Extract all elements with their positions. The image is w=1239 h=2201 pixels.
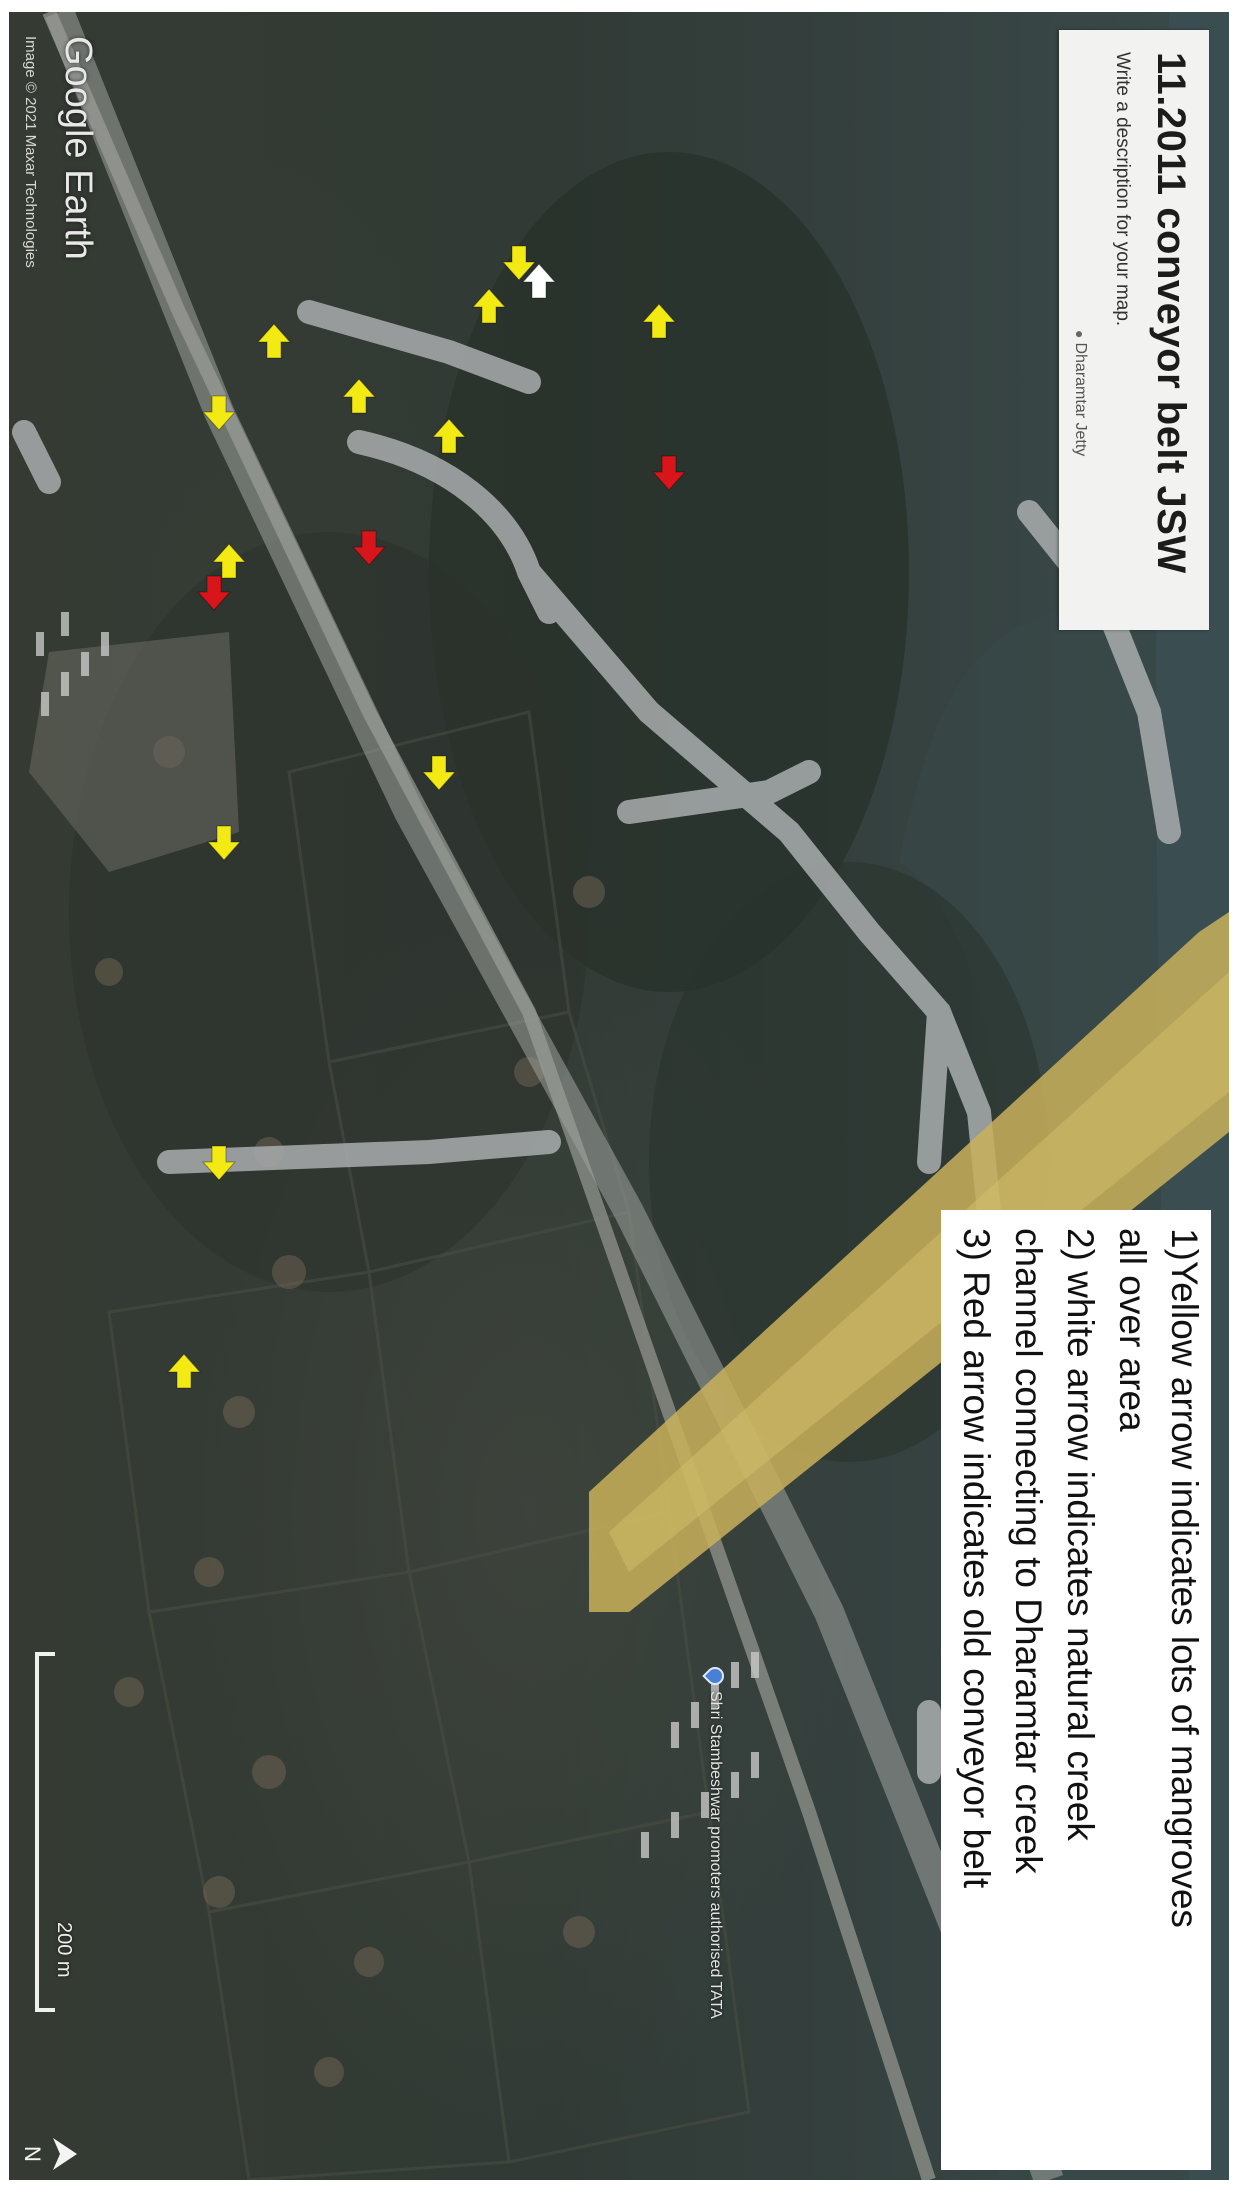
yellow-arrow-marker [641,303,677,339]
yellow-arrow-marker [256,323,292,359]
legend-line-3: 2) white arrow indicates natural creek [1060,1228,1101,1841]
scale-bar-tick-left [35,1652,55,1656]
yellow-arrow-marker [206,825,242,861]
white-arrow-marker [521,263,557,299]
legend-line-5: 3) Red arrow indicates old conveyor belt [956,1228,997,1889]
scale-label: 200 m [53,1922,75,1978]
vehicles-cluster-left [36,612,109,716]
map-canvas[interactable]: 11.2011 conveyor belt JSW Write a descri… [9,12,1229,2180]
yellow-arrow-marker [201,395,237,431]
yellow-arrow-marker [471,288,507,324]
cleared-land [29,632,239,872]
map-subtitle[interactable]: Write a description for your map. [1112,52,1133,327]
north-label: N [20,2146,45,2162]
arrow-markers [166,245,687,1389]
scale-bar-tick-right [35,2008,55,2012]
red-arrow-marker [351,530,387,566]
scale-bar-line [35,1652,39,2012]
place-label-mid[interactable]: Shri Stambeshwar promoters authorised TA… [702,1663,728,2019]
imagery-credit: Image © 2021 Maxar Technologies [22,36,39,268]
yellow-arrow-marker [421,755,457,791]
circular-plots [95,736,605,2087]
yellow-arrow-marker [201,1145,237,1181]
north-arrow-icon: N [20,2138,77,2170]
legend-line-4: channel connecting to Dharamtar creek [1008,1228,1049,1874]
yellow-arrow-marker [501,245,537,281]
yellow-arrow-marker [166,1353,202,1389]
vehicles-cluster [641,1652,759,1858]
legend-line-1: 1)Yellow arrow indicates lots of mangrov… [1164,1228,1205,1928]
google-earth-logo: Google Earth [57,36,99,260]
agricultural-fields [107,710,751,2180]
legend-box: 1)Yellow arrow indicates lots of mangrov… [941,1210,1211,2170]
yellow-arrow-marker [211,543,247,579]
map-title-box: 11.2011 conveyor belt JSW Write a descri… [1059,30,1209,630]
red-arrow-marker [651,455,687,491]
yellow-arrow-marker [341,378,377,414]
north-compass[interactable]: N [19,2132,79,2176]
yellow-arrow-marker [431,418,467,454]
pin-icon: ● [1072,330,1088,339]
legend-line-2: all over area [1112,1228,1153,1432]
map-title: 11.2011 conveyor belt JSW [1149,52,1193,574]
place-label-top: ● Dharamtar Jetty [1072,330,1089,457]
scale-bar: 200 m [21,1652,75,2012]
location-pin-icon [702,1663,728,1689]
red-arrow-marker [196,575,232,611]
